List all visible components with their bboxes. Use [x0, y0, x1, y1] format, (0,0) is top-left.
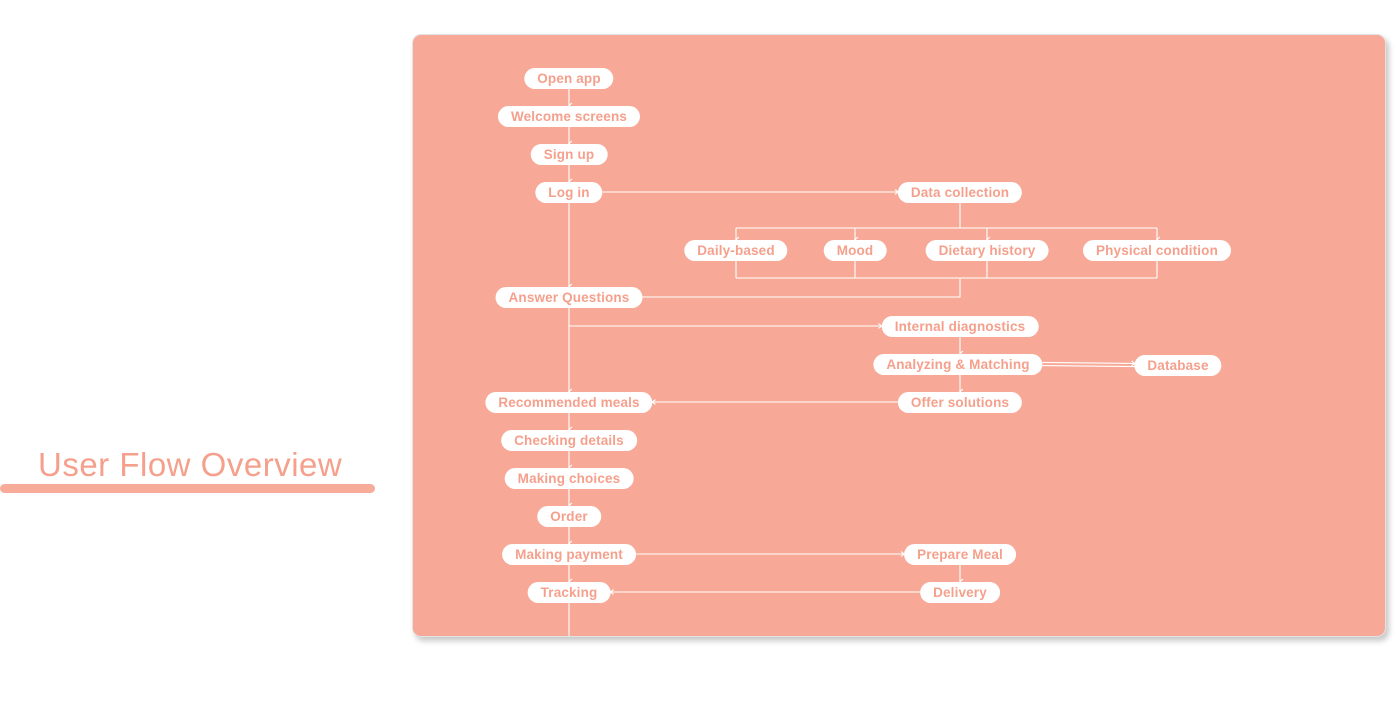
flow-node-offer-solutions[interactable]: Offer solutions [897, 391, 1023, 413]
flow-node-analyzing-matching[interactable]: Analyzing & Matching [873, 353, 1043, 375]
flow-node-order[interactable]: Order [537, 505, 601, 527]
flow-node-database[interactable]: Database [1134, 354, 1222, 376]
flow-node-making-choices[interactable]: Making choices [504, 467, 634, 489]
flow-node-answer-questions[interactable]: Answer Questions [495, 286, 643, 308]
page-title: User Flow Overview [38, 446, 343, 483]
flow-node-internal-diagnostics[interactable]: Internal diagnostics [881, 315, 1039, 337]
flow-node-open-app[interactable]: Open app [524, 67, 614, 89]
flow-node-making-payment[interactable]: Making payment [502, 543, 636, 565]
flow-node-daily-based[interactable]: Daily-based [684, 239, 788, 261]
title-underline-bar [0, 484, 375, 493]
title-block: User Flow Overview [0, 444, 380, 504]
flow-node-dietary-history[interactable]: Dietary history [925, 239, 1049, 261]
flow-node-data-collection[interactable]: Data collection [897, 181, 1023, 203]
flow-node-prepare-meal[interactable]: Prepare Meal [904, 543, 1016, 565]
flow-node-welcome-screens[interactable]: Welcome screens [497, 105, 641, 127]
flow-node-mood[interactable]: Mood [823, 239, 887, 261]
flow-node-delivery[interactable]: Delivery [920, 581, 1000, 603]
flow-node-physical-condition[interactable]: Physical condition [1083, 239, 1231, 261]
flow-node-log-in[interactable]: Log in [535, 181, 603, 203]
flow-node-sign-up[interactable]: Sign up [530, 143, 608, 165]
flow-node-tracking[interactable]: Tracking [527, 581, 611, 603]
flow-node-checking-details[interactable]: Checking details [501, 429, 637, 451]
flow-node-recommended-meals[interactable]: Recommended meals [485, 391, 653, 413]
